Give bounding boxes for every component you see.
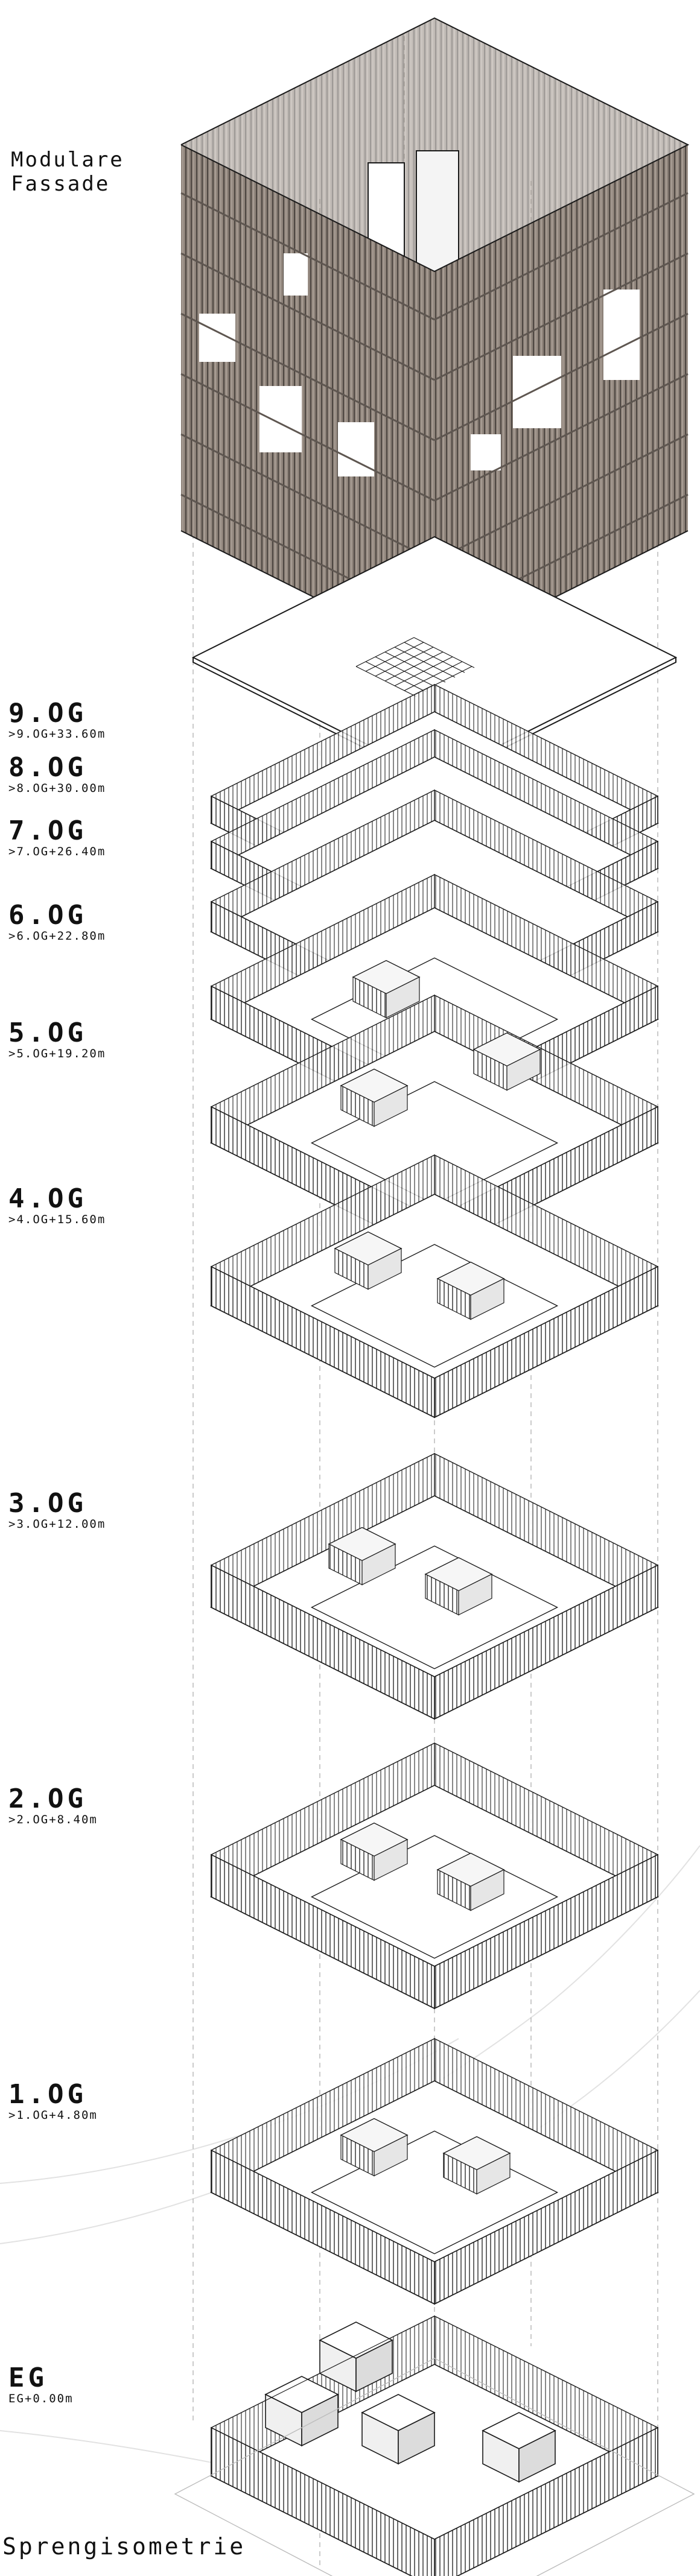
skylight-grid-line xyxy=(413,637,475,668)
volume-box-side xyxy=(301,2393,339,2447)
floor-plate xyxy=(209,1154,660,1419)
level-elevation: >2.OG+8.40m xyxy=(8,1813,98,1826)
volume-box-side xyxy=(518,2429,556,2483)
level-name: 4.OG xyxy=(8,1183,87,1214)
facade-band xyxy=(434,373,689,502)
wall-top-edge xyxy=(211,2315,659,2540)
level-name: 8.OG xyxy=(8,752,87,783)
skylight-grid-line xyxy=(404,661,463,691)
room-wall xyxy=(374,2135,408,2177)
room-wall xyxy=(458,1574,492,1616)
skylight-grid-line xyxy=(375,656,436,688)
room-wall xyxy=(368,1248,402,1290)
room-wall xyxy=(506,1049,541,1091)
facade-band xyxy=(180,312,435,441)
volume-box-side xyxy=(398,2411,435,2465)
level-label: 5.OG>5.OG+19.20m xyxy=(8,1017,106,1061)
floor-plate xyxy=(174,2315,695,2576)
floor-plates xyxy=(174,683,695,2576)
level-name: 3.OG xyxy=(8,1488,87,1519)
facade-opening xyxy=(471,434,501,470)
wall-top-edge xyxy=(211,1742,659,1967)
facade-band xyxy=(434,312,689,441)
level-label: 4.OG>4.OG+15.60m xyxy=(8,1183,106,1227)
facade-opening xyxy=(259,386,302,452)
wall-top-edge xyxy=(211,995,659,1219)
level-elevation: >3.OG+12.00m xyxy=(8,1517,106,1531)
room-wall xyxy=(361,1543,396,1586)
modular-facade-block xyxy=(180,17,690,659)
level-name: 6.OG xyxy=(8,900,87,931)
level-elevation: >7.OG+26.40m xyxy=(8,845,106,858)
facade-band xyxy=(434,192,689,321)
level-label: 9.OG>9.OG+33.60m xyxy=(8,700,106,741)
level-label: 7.OG>7.OG+26.40m xyxy=(8,815,106,859)
level-name: 2.OG xyxy=(8,1783,87,1814)
floor-plate xyxy=(209,1452,660,1720)
floor-plate xyxy=(209,2037,660,2305)
room-wall xyxy=(386,976,420,1019)
level-name: 5.OG xyxy=(8,1017,87,1048)
level-label: 1.OG>1.OG+4.80m xyxy=(8,2081,98,2122)
facade-band xyxy=(434,433,689,562)
wall-top-edge xyxy=(211,1453,659,1677)
room-wall xyxy=(470,1278,504,1320)
level-label: 8.OG>8.OG+30.00m xyxy=(8,752,106,796)
volume-box-side xyxy=(355,2339,393,2393)
floor-plate xyxy=(209,994,660,1256)
level-name: 9.OG xyxy=(8,698,87,729)
facade-band xyxy=(180,252,435,381)
level-name: 1.OG xyxy=(8,2079,87,2110)
room-wall xyxy=(476,2153,511,2195)
level-elevation: EG+0.00m xyxy=(8,2392,74,2405)
facade-opening xyxy=(603,290,640,380)
ground-plane xyxy=(174,2358,695,2576)
level-elevation: >1.OG+4.80m xyxy=(8,2109,98,2122)
facade-band xyxy=(180,192,435,321)
level-elevation: >8.OG+30.00m xyxy=(8,782,106,795)
level-elevation: >6.OG+22.80m xyxy=(8,929,106,943)
facade-band xyxy=(434,252,689,381)
level-name: 7.OG xyxy=(8,815,87,846)
skylight-grid-line xyxy=(394,647,456,678)
drawing-caption: Sprengisometrie xyxy=(2,2533,246,2560)
facade-top-edge xyxy=(180,17,690,273)
room-wall xyxy=(374,1085,408,1127)
room-wall xyxy=(374,1839,408,1881)
room-wall xyxy=(470,1869,504,1911)
level-elevation: >5.OG+19.20m xyxy=(8,1047,106,1060)
level-elevation: >9.OG+33.60m xyxy=(8,727,106,741)
level-elevation: >4.OG+15.60m xyxy=(8,1213,106,1226)
facade-opening xyxy=(284,253,308,296)
level-label: 2.OG>2.OG+8.40m xyxy=(8,1783,98,1827)
skylight-grid-line xyxy=(384,651,446,683)
facade-band xyxy=(180,433,435,562)
facade-label: Modulare Fassade xyxy=(11,148,124,196)
level-label: 6.OG>6.OG+22.80m xyxy=(8,902,106,943)
facade-opening xyxy=(513,356,561,428)
level-name: EG xyxy=(8,2362,48,2393)
wall-top-edge xyxy=(211,2038,659,2262)
level-label: 3.OG>3.OG+12.00m xyxy=(8,1490,106,1531)
facade-band xyxy=(180,373,435,502)
floor-plate xyxy=(209,1742,660,2010)
wall-top-edge xyxy=(211,1154,659,1379)
skylight-grid-line xyxy=(404,642,465,673)
